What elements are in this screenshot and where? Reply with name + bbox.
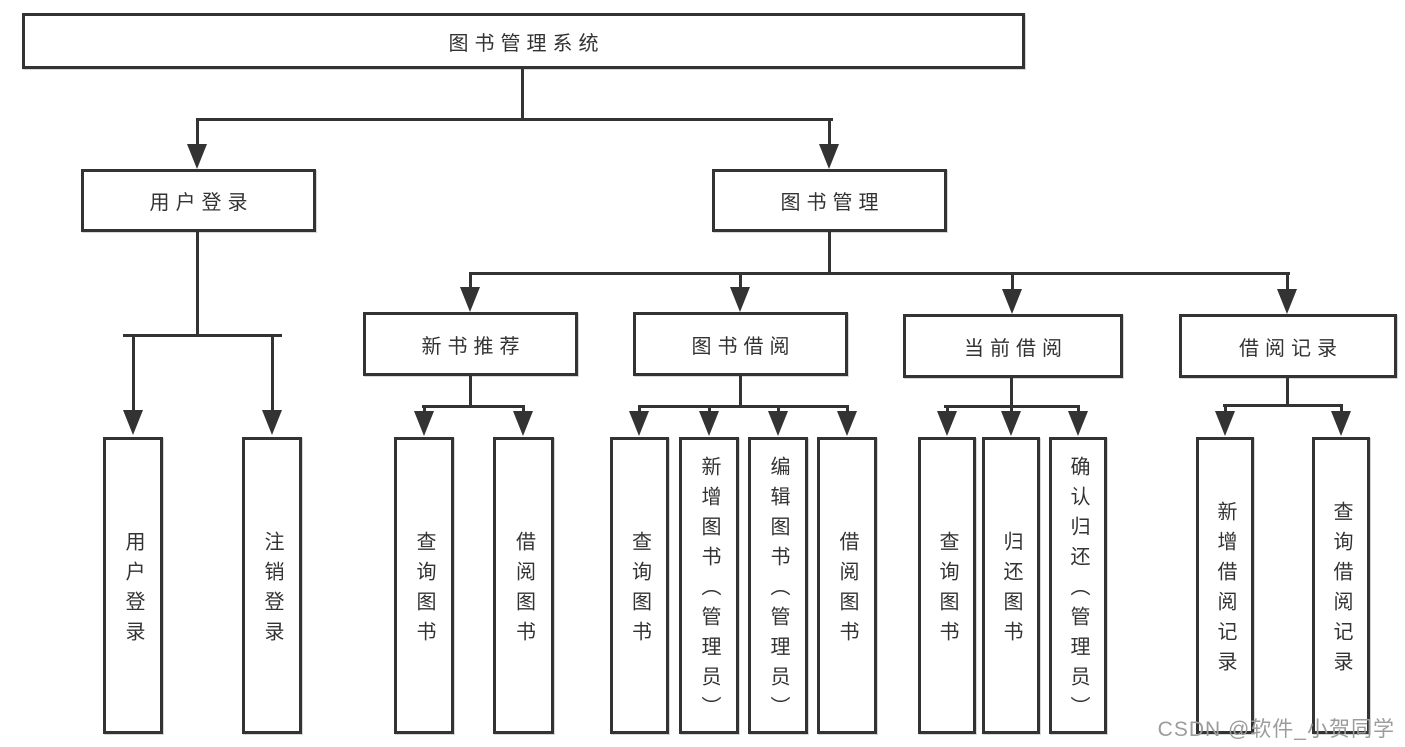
arrow-to-book-mgmt bbox=[819, 118, 839, 169]
arrow-to-leaf-bb-edit bbox=[768, 405, 788, 436]
leaf-cb-query: 查询图书 bbox=[918, 437, 976, 734]
arrow-to-user-login bbox=[187, 118, 207, 169]
leaf-br-add-label: 新增借阅记录 bbox=[1214, 500, 1236, 681]
leaf-bb-query: 查询图书 bbox=[610, 437, 669, 734]
leaf-bb-query-label: 查询图书 bbox=[628, 530, 651, 651]
connector-userlogin-rail bbox=[123, 334, 282, 337]
connector-newbookrec-rail bbox=[422, 405, 525, 408]
leaf-cb-return: 归还图书 bbox=[982, 437, 1040, 734]
arrow-to-leaf-cb-query bbox=[937, 405, 957, 436]
arrow-to-leaf-cb-return bbox=[1001, 405, 1021, 436]
arrow-to-leaf-bb-borrow bbox=[837, 405, 857, 436]
leaf-logout: 注销登录 bbox=[242, 437, 302, 734]
leaf-user-login-label: 用户登录 bbox=[122, 530, 144, 651]
arrow-to-book-borrow bbox=[730, 272, 750, 312]
connector-borrowrecords-stem bbox=[1286, 377, 1289, 406]
leaf-br-query-label: 查询借阅记录 bbox=[1330, 500, 1352, 681]
arrow-to-current-borrow bbox=[1002, 272, 1022, 314]
node-new-book-rec: 新书推荐 bbox=[363, 312, 578, 376]
leaf-bb-edit: 编辑图书（管理员） bbox=[748, 437, 808, 734]
leaf-cb-return-label: 归还图书 bbox=[1000, 530, 1022, 651]
leaf-bb-borrow: 借阅图书 bbox=[817, 437, 877, 734]
arrow-to-leaf-nb-query bbox=[414, 405, 434, 436]
node-book-borrow: 图书借阅 bbox=[633, 312, 848, 376]
arrow-to-borrow-records bbox=[1277, 272, 1297, 314]
node-root: 图书管理系统 bbox=[22, 13, 1025, 69]
node-user-login-label: 用户登录 bbox=[149, 192, 254, 214]
arrow-to-leaf-br-add bbox=[1215, 404, 1235, 436]
connector-bookborrow-stem bbox=[739, 375, 742, 407]
leaf-cb-query-label: 查询图书 bbox=[936, 530, 958, 651]
arrow-to-leaf-bb-add bbox=[699, 405, 719, 436]
connector-currentborrow-stem bbox=[1010, 377, 1013, 407]
leaf-bb-borrow-label: 借阅图书 bbox=[836, 530, 858, 651]
leaf-nb-query-label: 查询图书 bbox=[413, 530, 435, 651]
node-book-borrow-label: 图书借阅 bbox=[691, 335, 796, 358]
leaf-bb-add-label: 新增图书（管理员） bbox=[698, 455, 720, 726]
leaf-cb-confirm: 确认归还（管理员） bbox=[1049, 437, 1107, 734]
leaf-nb-borrow-label: 借阅图书 bbox=[512, 530, 535, 651]
connector-root-stem bbox=[521, 68, 524, 120]
connector-bookborrow-rail bbox=[638, 405, 849, 408]
leaf-nb-borrow: 借阅图书 bbox=[493, 437, 554, 734]
node-user-login: 用户登录 bbox=[81, 169, 316, 232]
arrow-to-leaf-br-query bbox=[1331, 404, 1351, 436]
csdn-watermark: CSDN @软件_小贺同学 bbox=[1157, 718, 1395, 741]
connector-bookmgmt-rail bbox=[469, 272, 1290, 275]
connector-bookmgmt-stem bbox=[828, 231, 831, 274]
arrow-to-leaf-cb-confirm bbox=[1068, 405, 1088, 436]
leaf-cb-confirm-label: 确认归还（管理员） bbox=[1067, 455, 1089, 726]
arrow-to-leaf-user-login bbox=[123, 334, 143, 435]
node-current-borrow: 当前借阅 bbox=[903, 314, 1123, 378]
node-borrow-records: 借阅记录 bbox=[1179, 314, 1397, 378]
node-root-label: 图书管理系统 bbox=[448, 32, 605, 55]
node-book-mgmt: 图书管理 bbox=[712, 169, 947, 232]
arrow-to-leaf-logout bbox=[262, 334, 282, 435]
arrow-to-leaf-bb-query bbox=[629, 405, 649, 436]
leaf-logout-label: 注销登录 bbox=[261, 530, 283, 651]
node-new-book-rec-label: 新书推荐 bbox=[421, 335, 526, 358]
node-current-borrow-label: 当前借阅 bbox=[964, 337, 1068, 360]
leaf-bb-add: 新增图书（管理员） bbox=[679, 437, 739, 734]
arrow-to-leaf-nb-borrow bbox=[513, 405, 533, 436]
connector-userlogin-stem bbox=[196, 231, 199, 336]
leaf-bb-edit-label: 编辑图书（管理员） bbox=[767, 455, 789, 726]
leaf-user-login: 用户登录 bbox=[103, 437, 163, 734]
leaf-nb-query: 查询图书 bbox=[394, 437, 454, 734]
connector-borrowrecords-rail bbox=[1223, 404, 1343, 407]
leaf-br-query: 查询借阅记录 bbox=[1312, 437, 1370, 734]
connector-newbookrec-stem bbox=[469, 375, 472, 407]
node-borrow-records-label: 借阅记录 bbox=[1239, 337, 1343, 360]
leaf-br-add: 新增借阅记录 bbox=[1196, 437, 1254, 734]
node-book-mgmt-label: 图书管理 bbox=[780, 192, 885, 214]
connector-root-rail bbox=[196, 118, 833, 121]
arrow-to-new-book-rec bbox=[460, 272, 480, 312]
